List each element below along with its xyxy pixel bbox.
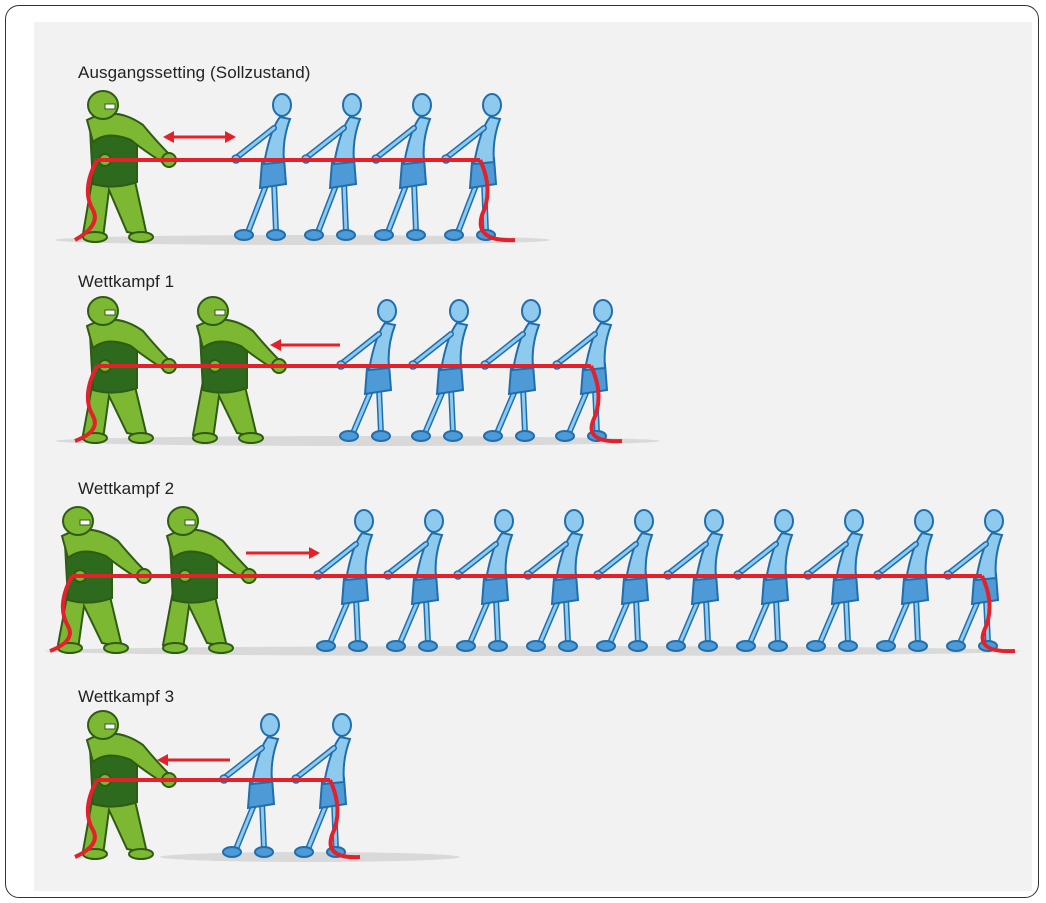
rope-tail-left — [74, 779, 99, 859]
force-arrow-both — [163, 131, 236, 143]
tug-row-0 — [55, 90, 550, 245]
rope-tail-right — [589, 365, 623, 444]
blue-puller — [453, 509, 514, 652]
blue-puller — [552, 299, 613, 442]
blue-puller — [231, 93, 292, 241]
row-title-contest-2: Wettkampf 2 — [78, 479, 175, 498]
blue-puller — [663, 509, 724, 652]
blue-puller — [480, 299, 541, 442]
blue-puller — [943, 509, 1004, 652]
blue-puller — [408, 299, 469, 442]
figure-panel — [34, 22, 1032, 891]
blue-puller — [383, 509, 444, 652]
ground-shadow — [55, 235, 550, 245]
blue-puller — [336, 299, 397, 442]
row-title-contest-3: Wettkampf 3 — [78, 687, 175, 706]
blue-puller — [441, 93, 502, 241]
rope-tail-left — [49, 575, 74, 653]
tug-row-1 — [55, 296, 660, 446]
force-arrow-right — [246, 547, 320, 559]
blue-puller — [219, 713, 280, 858]
tug-row-3 — [74, 710, 460, 862]
rope-tail-right — [980, 575, 1016, 654]
rope-tail-left — [74, 365, 99, 443]
blue-puller — [873, 509, 934, 652]
blue-puller — [291, 713, 352, 858]
blue-puller — [371, 93, 432, 241]
blue-puller — [301, 93, 362, 241]
rope-tail-right — [328, 779, 361, 860]
tug-row-2 — [45, 506, 1020, 656]
blue-puller — [313, 509, 374, 652]
blue-puller — [803, 509, 864, 652]
green-strongman — [81, 710, 177, 860]
rope-tail-left — [73, 159, 99, 242]
row-title-contest-1: Wettkampf 1 — [78, 272, 175, 291]
row-title-baseline: Ausgangssetting (Sollzustand) — [78, 63, 311, 82]
blue-puller — [733, 509, 794, 652]
blue-puller — [593, 509, 654, 652]
green-strongman — [191, 296, 287, 444]
green-strongman — [81, 90, 177, 243]
blue-puller — [523, 509, 584, 652]
force-arrow-left — [270, 339, 340, 351]
force-arrow-left — [157, 754, 230, 766]
rope-tail-right — [478, 159, 516, 243]
green-strongman — [161, 506, 257, 654]
